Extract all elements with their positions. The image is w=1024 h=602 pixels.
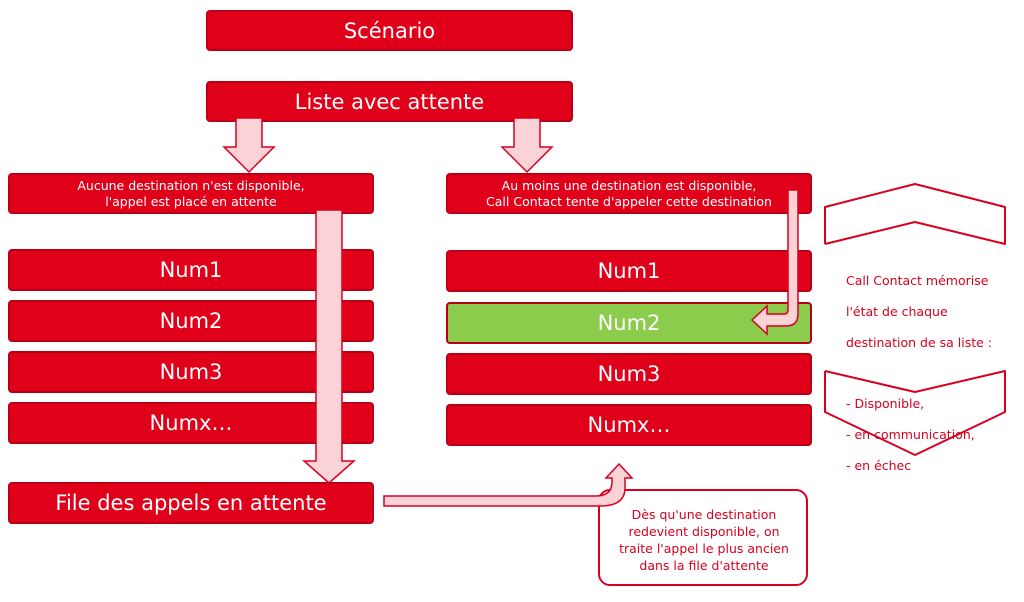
note-line3: traite l'appel le plus ancien (619, 541, 789, 556)
left-header-box: Aucune destination n'est disponible, l'a… (8, 173, 374, 214)
list-with-wait-box: Liste avec attente (206, 81, 573, 122)
left-num2-label: Num2 (159, 309, 223, 333)
right-header-line1: Au moins une destination est disponible, (501, 177, 757, 193)
down-arrow-left (222, 117, 276, 174)
right-num3: Num3 (446, 353, 812, 395)
queue-to-list-arrow (383, 462, 634, 507)
chevron-bottom-icon (824, 370, 1006, 456)
list-with-wait-label: Liste avec attente (294, 89, 485, 114)
side-line4: - Disponible, (846, 396, 925, 411)
left-num1-label: Num1 (159, 258, 223, 282)
waiting-queue-label: File des appels en attente (55, 491, 327, 515)
note-box: Dès qu'une destination redevient disponi… (598, 489, 808, 586)
right-header-box: Au moins une destination est disponible,… (446, 173, 812, 214)
left-numx-label: Numx… (149, 411, 233, 435)
side-line3: destination de sa liste : (846, 334, 992, 350)
left-num2: Num2 (8, 300, 374, 342)
long-arrow-to-queue (302, 209, 356, 484)
left-numx: Numx… (8, 402, 374, 444)
right-num2-highlighted: Num2 (446, 302, 812, 344)
chevron-top-icon (824, 183, 1006, 245)
right-num1-label: Num1 (597, 259, 661, 283)
left-header-line2: l'appel est placé en attente (105, 193, 277, 209)
right-num2-label: Num2 (597, 311, 661, 335)
side-line6: - en échec (846, 458, 912, 473)
note-line4: dans la file d'attente (639, 558, 769, 573)
right-numx: Numx… (446, 404, 812, 446)
waiting-queue-box: File des appels en attente (8, 482, 374, 524)
side-line2: l'état de chaque (846, 303, 948, 319)
scenario-label: Scénario (343, 18, 436, 43)
side-description: Call Contact mémorise l'état de chaque d… (846, 257, 992, 489)
side-line5: - en communication, (846, 427, 975, 442)
curved-arrow-to-num2 (750, 189, 799, 336)
right-numx-label: Numx… (587, 413, 671, 437)
right-num3-label: Num3 (597, 362, 661, 386)
left-num3-label: Num3 (159, 360, 223, 384)
note-line1: Dès qu'une destination (631, 507, 777, 522)
scenario-box: Scénario (206, 10, 573, 51)
left-header-line1: Aucune destination n'est disponible, (77, 177, 305, 193)
right-num1: Num1 (446, 250, 812, 292)
left-num3: Num3 (8, 351, 374, 393)
down-arrow-right (500, 117, 554, 174)
right-header-line2: Call Contact tente d'appeler cette desti… (486, 193, 772, 209)
note-line2: redevient disponible, on (628, 524, 780, 539)
side-line1: Call Contact mémorise (846, 272, 989, 288)
left-num1: Num1 (8, 249, 374, 291)
